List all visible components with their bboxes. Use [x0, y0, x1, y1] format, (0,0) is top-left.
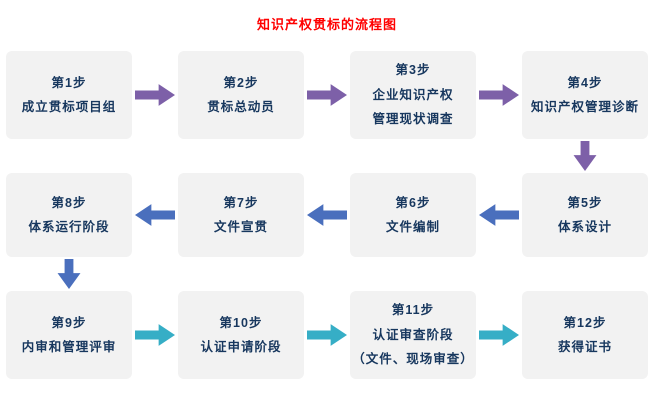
step-label: 企业知识产权 — [372, 87, 454, 102]
arrow-right-icon — [304, 291, 350, 379]
step-label: 认证申请阶段 — [200, 340, 282, 354]
step-label: （文件、现场审查） — [352, 352, 474, 367]
step-number: 第10步 — [219, 315, 263, 330]
flowchart-grid: 第1步 成立贯标项目组 第2步 贯标总动员 第3步 企业知识产权 管理现状调查 … — [6, 51, 648, 379]
step-4-box: 第4步 知识产权管理诊断 — [522, 51, 648, 139]
step-2-box: 第2步 贯标总动员 — [178, 51, 304, 139]
step-1-box: 第1步 成立贯标项目组 — [6, 51, 132, 139]
arrow-left-icon — [132, 173, 178, 257]
step-label: 管理现状调查 — [372, 112, 454, 127]
step-number: 第2步 — [223, 75, 259, 90]
step-number: 第4步 — [567, 75, 603, 90]
step-8-box: 第8步 体系运行阶段 — [6, 173, 132, 257]
step-label: 内审和管理评审 — [21, 340, 117, 354]
step-7-box: 第7步 文件宣贯 — [178, 173, 304, 257]
step-number: 第9步 — [51, 315, 87, 330]
page-title: 知识产权贯标的流程图 — [256, 17, 397, 32]
step-number: 第7步 — [223, 195, 259, 210]
step-number: 第6步 — [395, 195, 431, 210]
arrow-left-icon — [476, 173, 522, 257]
step-label: 贯标总动员 — [207, 100, 275, 114]
step-label: 获得证书 — [557, 340, 612, 354]
arrow-right-icon — [132, 51, 178, 139]
step-label: 成立贯标项目组 — [21, 100, 117, 114]
step-9-box: 第9步 内审和管理评审 — [6, 291, 132, 379]
arrow-left-icon — [304, 173, 350, 257]
arrow-right-icon — [132, 291, 178, 379]
step-3-box: 第3步 企业知识产权 管理现状调查 — [350, 51, 476, 139]
step-label: 体系运行阶段 — [28, 220, 110, 234]
arrow-down-icon — [522, 139, 648, 173]
step-5-box: 第5步 体系设计 — [522, 173, 648, 257]
step-number: 第8步 — [51, 195, 87, 210]
arrow-right-icon — [304, 51, 350, 139]
step-11-box: 第11步 认证审查阶段 （文件、现场审查） — [350, 291, 476, 379]
step-label: 知识产权管理诊断 — [530, 100, 639, 114]
step-label: 文件编制 — [385, 220, 440, 234]
step-10-box: 第10步 认证申请阶段 — [178, 291, 304, 379]
arrow-right-icon — [476, 291, 522, 379]
step-6-box: 第6步 文件编制 — [350, 173, 476, 257]
step-number: 第11步 — [391, 303, 435, 318]
step-number: 第12步 — [563, 315, 607, 330]
step-number: 第1步 — [51, 75, 87, 90]
step-label: 文件宣贯 — [213, 220, 268, 234]
step-number: 第5步 — [567, 195, 603, 210]
step-label: 体系设计 — [557, 220, 612, 234]
arrow-down-icon — [6, 257, 132, 291]
step-12-box: 第12步 获得证书 — [522, 291, 648, 379]
arrow-right-icon — [476, 51, 522, 139]
step-number: 第3步 — [395, 63, 431, 78]
step-label: 认证审查阶段 — [372, 327, 454, 342]
